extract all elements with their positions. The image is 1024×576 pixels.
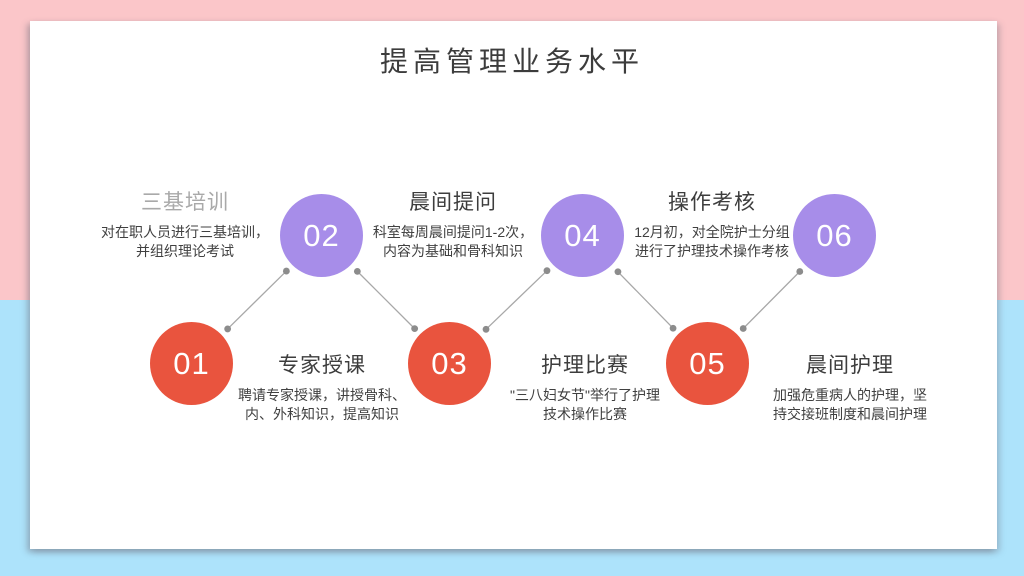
step-title: 专家授课 <box>278 354 366 377</box>
step-number: 06 <box>816 217 853 253</box>
step-title: 三基培训 <box>141 191 229 214</box>
step-desc: 加强危重病人的护理，坚 持交接班制度和晨间护理 <box>773 387 927 423</box>
step-number: 02 <box>303 217 340 253</box>
step-desc: 对在职人员进行三基培训， 并组织理论考试 <box>101 224 269 260</box>
step-text-block-06: 操作考核 12月初，对全院护士分组 进行了护理技术操作考核 <box>606 186 818 262</box>
step-title: 晨间提问 <box>409 191 497 214</box>
step-text-block-02: 三基培训 对在职人员进行三基培训， 并组织理论考试 <box>79 186 291 262</box>
step-circle-01: 01 <box>150 322 233 405</box>
step-circle-03: 03 <box>408 322 491 405</box>
step-circle-05: 05 <box>666 322 749 405</box>
step-text-block-01: 专家授课 聘请专家授课，讲授骨科、 内、外科知识，提高知识 <box>216 349 428 425</box>
step-text-block-05: 晨间护理 加强危重病人的护理，坚 持交接班制度和晨间护理 <box>744 349 956 425</box>
step-desc: 科室每周晨间提问1-2次， 内容为基础和骨科知识 <box>372 224 534 260</box>
step-number: 01 <box>173 345 210 381</box>
step-number: 05 <box>689 345 726 381</box>
slide-card <box>30 21 997 549</box>
step-number: 03 <box>431 345 468 381</box>
step-circle-02: 02 <box>280 194 363 277</box>
step-title: 操作考核 <box>668 191 756 214</box>
step-text-block-04: 晨间提问 科室每周晨间提问1-2次， 内容为基础和骨科知识 <box>347 186 559 262</box>
step-title: 护理比赛 <box>541 354 629 377</box>
step-desc: "三八妇女节"举行了护理 技术操作比赛 <box>510 387 660 423</box>
step-title: 晨间护理 <box>806 354 894 377</box>
step-circle-06: 06 <box>793 194 876 277</box>
step-circle-04: 04 <box>541 194 624 277</box>
step-desc: 12月初，对全院护士分组 进行了护理技术操作考核 <box>634 224 790 260</box>
step-text-block-03: 护理比赛 "三八妇女节"举行了护理 技术操作比赛 <box>479 349 691 425</box>
step-desc: 聘请专家授课，讲授骨科、 内、外科知识，提高知识 <box>238 387 406 423</box>
page-title: 提高管理业务水平 <box>379 45 644 78</box>
step-number: 04 <box>564 217 601 253</box>
